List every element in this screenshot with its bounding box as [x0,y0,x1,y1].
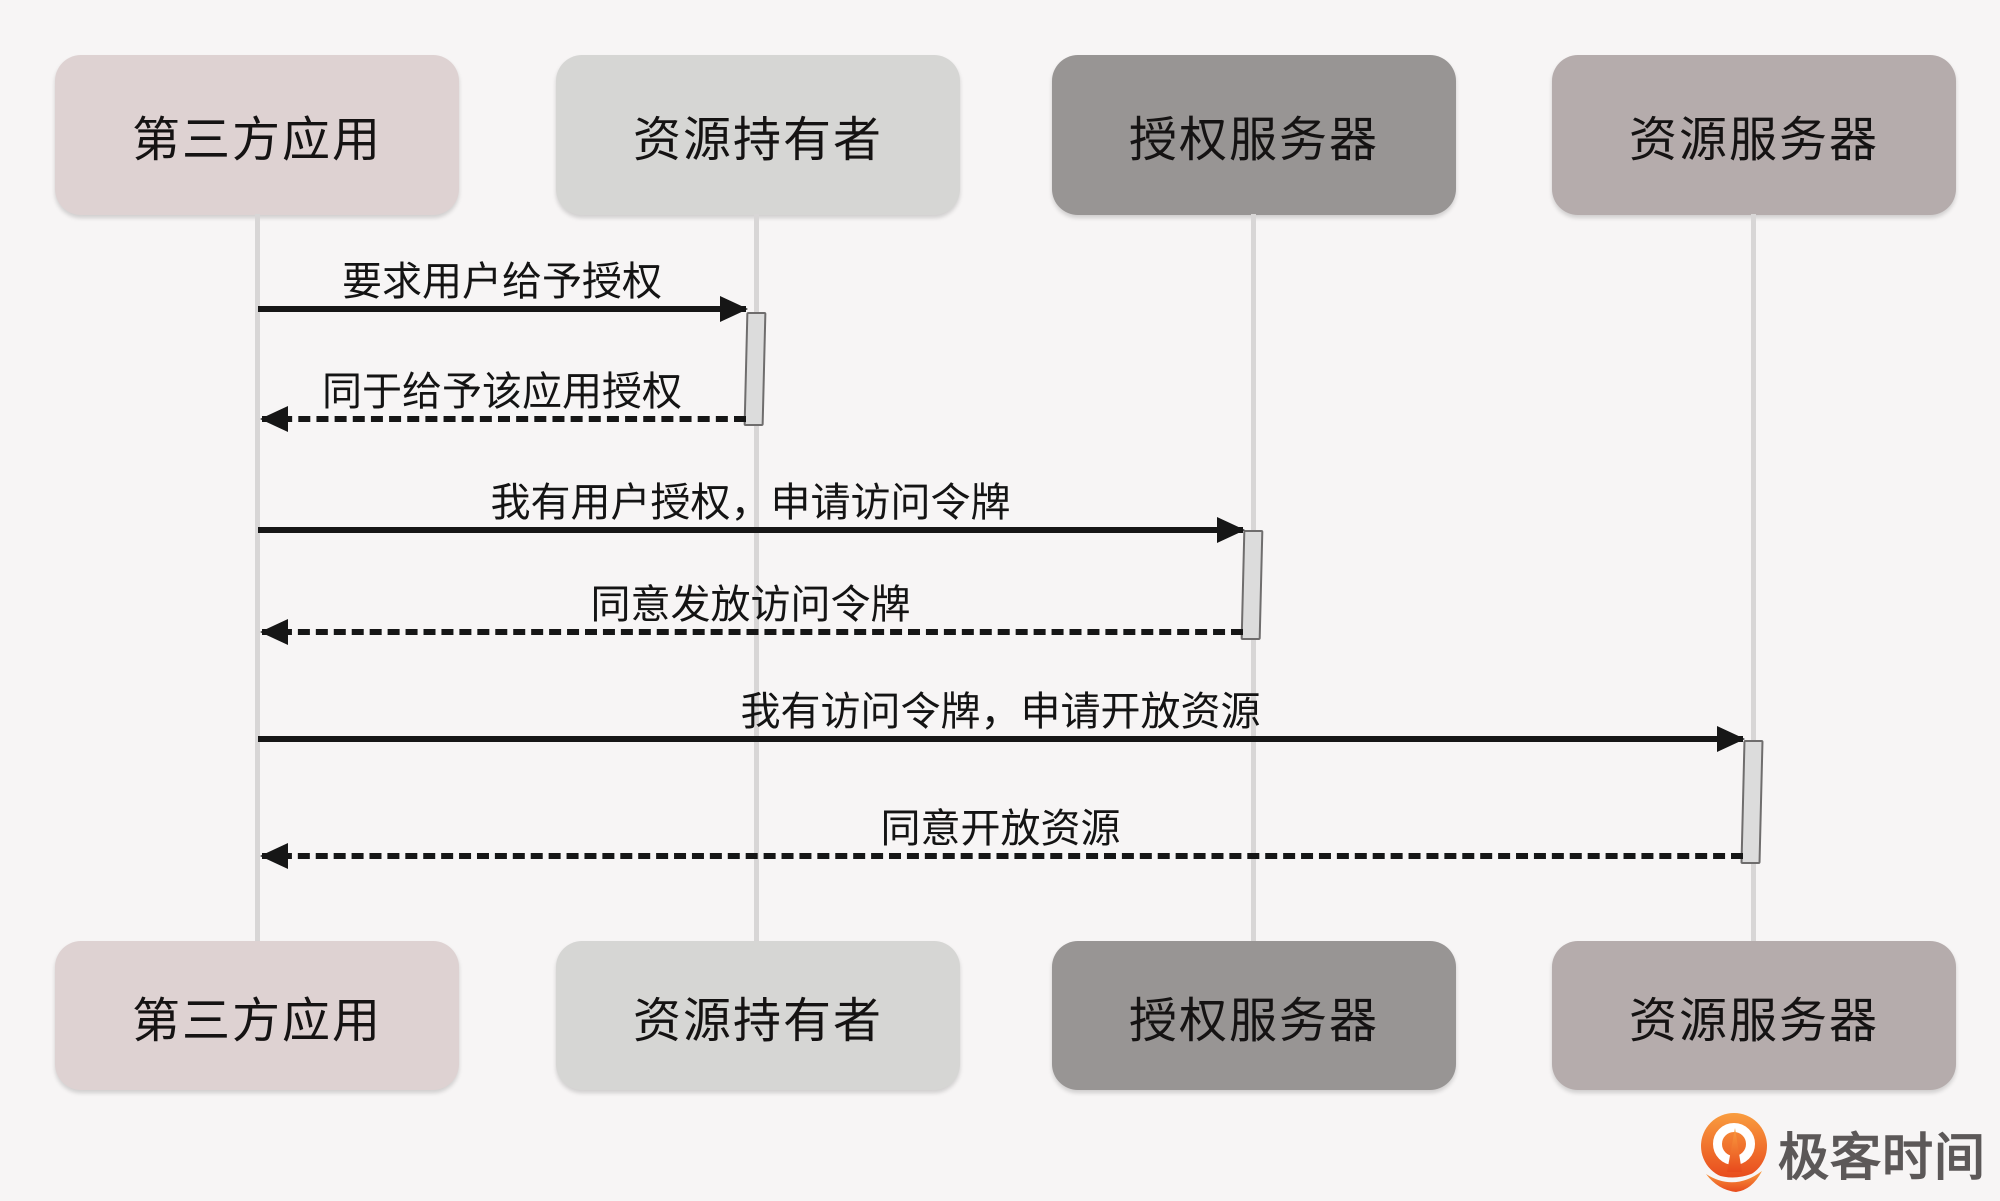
lifeline-resource-owner [754,214,759,942]
message-label-request-open-resource: 我有访问令牌，申请开放资源 [740,690,1261,734]
lifeline-third-party-app [255,214,260,942]
message-label-grant-open-resource: 同意开放资源 [880,807,1121,851]
activation-bar-resource-owner [743,312,767,426]
lifeline-resource-server [1751,214,1756,942]
actor-box-resource-server-top: 资源服务器 [1552,55,1956,215]
message-arrow-request-authorization [258,296,748,322]
actor-box-third-party-app-top: 第三方应用 [55,55,459,215]
arrowhead-right-icon [1217,517,1245,543]
message-label-grant-authorization: 同于给予该应用授权 [322,370,682,414]
arrowhead-right-icon [1717,726,1745,752]
actor-box-resource-owner-bottom: 资源持有者 [556,941,960,1090]
message-arrow-grant-authorization [260,406,746,432]
arrowhead-left-icon [260,843,288,869]
activation-bar-resource-server [1740,740,1764,864]
brand-text: 极客时间 [1778,1129,1987,1186]
message-arrow-request-open-resource [258,726,1745,752]
message-arrow-grant-open-resource [260,843,1743,869]
message-arrow-issue-access-token [260,619,1243,645]
message-label-request-access-token: 我有用户授权，申请访问令牌 [490,481,1011,525]
message-arrow-request-access-token [258,517,1245,543]
arrowhead-right-icon [720,296,748,322]
message-label-issue-access-token: 同意发放访问令牌 [590,583,911,627]
brand-geektime: 极客时间 [1698,1112,1986,1194]
geektime-logo-icon [1699,1113,1769,1192]
actor-box-auth-server-bottom: 授权服务器 [1052,941,1456,1090]
actor-box-resource-server-bottom: 资源服务器 [1552,941,1956,1090]
arrowhead-left-icon [260,619,288,645]
activation-bar-auth-server [1240,530,1264,640]
arrowhead-left-icon [260,406,288,432]
message-label-request-authorization: 要求用户给予授权 [342,260,662,304]
actor-box-auth-server-top: 授权服务器 [1052,55,1456,215]
actor-box-resource-owner-top: 资源持有者 [556,55,960,215]
actor-box-third-party-app-bottom: 第三方应用 [55,941,459,1090]
